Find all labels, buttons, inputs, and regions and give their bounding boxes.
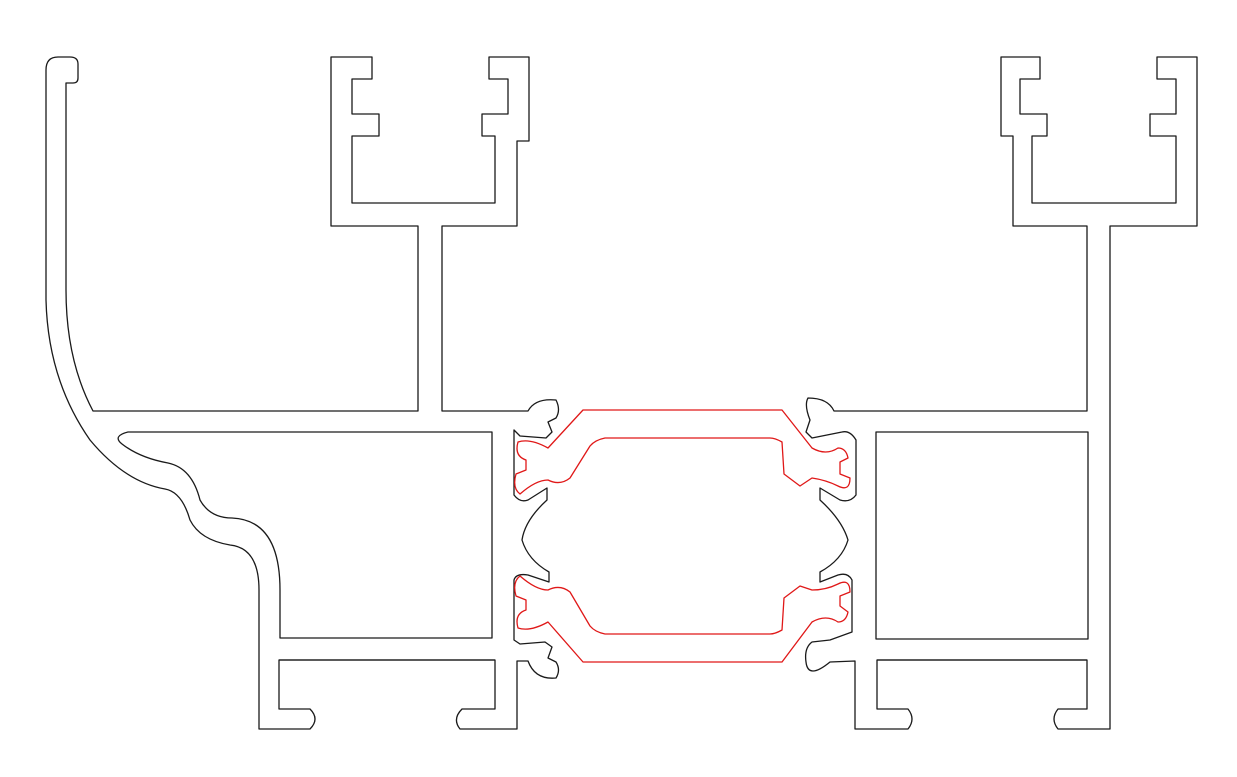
- left-frame-inner-chamber: [117, 431, 493, 639]
- left-frame-outer-contour: [45, 56, 560, 730]
- upper-thermal-break-strip: [514, 409, 851, 495]
- right-frame-outer-contour: [804, 56, 1198, 730]
- left-aluminium-frame: [45, 56, 560, 730]
- lower-thermal-break-strip: [514, 575, 851, 663]
- thermal-break-strips: [514, 409, 851, 663]
- right-frame-inner-chamber: [875, 431, 1089, 640]
- right-aluminium-frame: [804, 56, 1198, 730]
